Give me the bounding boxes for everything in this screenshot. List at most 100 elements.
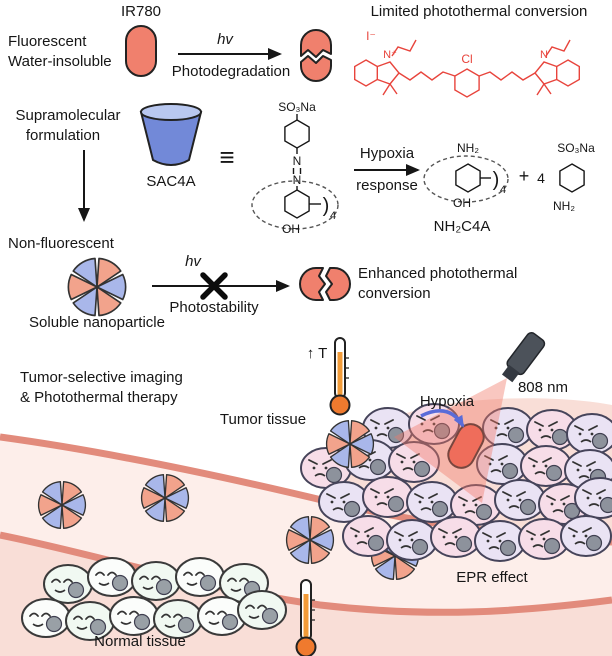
- photostability-label: Photostability: [169, 299, 259, 316]
- vessel-wall-bottom: [0, 531, 612, 616]
- calix-ellipse-product: [423, 155, 509, 203]
- cyclohexene-ring: [454, 68, 480, 98]
- benzene-ring-right: [556, 59, 580, 87]
- tumor-scene: Tumor-selective imaging & Photothermal t…: [0, 332, 612, 656]
- formulation-label: formulation: [26, 127, 100, 144]
- broken-capsule-lower: [299, 267, 351, 301]
- water-insoluble-label: Water-insoluble: [8, 53, 112, 70]
- propyl-chain-left: [391, 39, 417, 57]
- photodegradation-label: Photodegradation: [172, 63, 290, 80]
- laser-icon: [501, 332, 546, 383]
- indole-ring-right: [534, 61, 557, 85]
- iodide-label: I⁻: [366, 29, 376, 43]
- normal-cell: [131, 561, 181, 601]
- caption-line2: & Photothermal therapy: [20, 389, 178, 406]
- broken-capsule-top-half: [300, 29, 332, 58]
- plus-sign: +: [519, 166, 530, 186]
- cup-body: [139, 111, 203, 166]
- thermometer-icon-tumor: [329, 337, 351, 416]
- azo-benzene-bottom: [284, 189, 310, 219]
- capsule-body: [447, 423, 485, 469]
- coefficient-4: 4: [537, 170, 545, 186]
- normal-cell: [237, 590, 287, 630]
- polymethine-left: [398, 71, 456, 81]
- enhanced-conversion-line2: conversion: [358, 285, 431, 302]
- middle-row: Supramolecular formulation SAC4A ≡ SO₃Na…: [15, 100, 595, 236]
- normal-cell: [21, 598, 71, 638]
- broken-capsule-right-half: [325, 267, 351, 301]
- paren-label: ): [323, 195, 330, 217]
- cross-icon: [200, 272, 228, 300]
- tumor-cell: [560, 515, 612, 557]
- wavelength-label: 808 nm: [518, 379, 568, 396]
- propyl-chain-right: [545, 39, 571, 57]
- hv-label-lower: hv: [185, 253, 202, 270]
- ir780-label: IR780: [121, 3, 161, 20]
- tumor-cell: [566, 413, 612, 455]
- tumor-cell: [430, 516, 482, 558]
- ir780-capsule: [125, 25, 157, 77]
- sulfanilate-benzene: [559, 163, 585, 193]
- oh-label: OH: [282, 222, 300, 236]
- normal-cell: [43, 564, 93, 604]
- laser-beam: [394, 378, 507, 503]
- enhanced-conversion-line1: Enhanced photothermal: [358, 265, 517, 282]
- cup-rim: [140, 103, 202, 121]
- sulfanilate-structure: SO₃Na NH₂: [553, 141, 595, 213]
- nh2c4a-structure: NH₂ ) 4 OH: [423, 141, 509, 210]
- indole-ring-left: [377, 61, 400, 85]
- ir780-structure: I⁻ N⁺ Cl N: [354, 29, 580, 98]
- non-fluorescent-label: Non-fluorescent: [8, 235, 115, 252]
- tumor-cell: [342, 515, 394, 557]
- normal-tissue-label: Normal tissue: [94, 633, 186, 650]
- broken-capsule-bottom-half: [300, 55, 332, 82]
- laser-tip: [501, 364, 520, 383]
- dimethyl-right: [536, 83, 552, 96]
- calix-ellipse: [251, 180, 339, 230]
- product-benzene: [455, 163, 481, 193]
- so3na-label: SO₃Na: [278, 100, 316, 114]
- sub4-label: 4: [330, 210, 336, 222]
- supramolecular-label: Supramolecular: [15, 107, 120, 124]
- sac4a-label: SAC4A: [146, 173, 195, 190]
- nh2c4a-label: NH₂C4A: [434, 218, 491, 235]
- hv-label-top: hv: [217, 31, 234, 48]
- tumor-cell: [362, 476, 414, 518]
- sac4a-cup: [139, 103, 203, 166]
- tumor-cell: [474, 520, 526, 562]
- epr-effect-label: EPR effect: [456, 569, 528, 586]
- nh2-product-label: NH₂: [553, 199, 575, 213]
- dimethyl-left: [382, 83, 398, 96]
- azo-n1-label: N: [293, 154, 302, 168]
- tumor-cell: [406, 481, 458, 523]
- broken-capsule-top: [300, 29, 332, 82]
- soluble-nanoparticle-label: Soluble nanoparticle: [29, 314, 165, 331]
- azo-benzene-top: [284, 119, 310, 149]
- lower-row: Non-fluorescent Soluble nanoparticle hv …: [8, 235, 517, 331]
- polymethine-right: [478, 71, 536, 81]
- tumor-cell: [386, 519, 438, 561]
- so3na-product-label: SO₃Na: [557, 141, 595, 155]
- azo-structure: SO₃Na N N ) 4 OH: [251, 100, 339, 236]
- chlorine-label: Cl: [461, 52, 472, 66]
- hypoxia-label-mid: Hypoxia: [360, 145, 415, 162]
- caption-line1: Tumor-selective imaging: [20, 369, 183, 386]
- nanoparticle-icon: [67, 257, 127, 317]
- tumor-cell: [494, 479, 546, 521]
- oh-product-label: OH: [453, 196, 471, 210]
- fluorescent-label: Fluorescent: [8, 33, 87, 50]
- equivalence-symbol: ≡: [219, 142, 234, 172]
- benzene-ring-left: [354, 59, 378, 87]
- temperature-label: ↑ T: [307, 345, 328, 362]
- azo-n2-label: N: [293, 173, 302, 187]
- normal-cell: [109, 596, 159, 636]
- hypoxia-arrow: [420, 409, 465, 428]
- paren-product-label: ): [493, 169, 500, 191]
- sub4-product-label: 4: [500, 184, 506, 196]
- top-row: IR780 Fluorescent Water-insoluble hv Pho…: [8, 3, 587, 98]
- n-plus-label: N⁺: [383, 49, 397, 61]
- tumor-cell: [520, 445, 572, 487]
- n-label: N: [540, 49, 548, 61]
